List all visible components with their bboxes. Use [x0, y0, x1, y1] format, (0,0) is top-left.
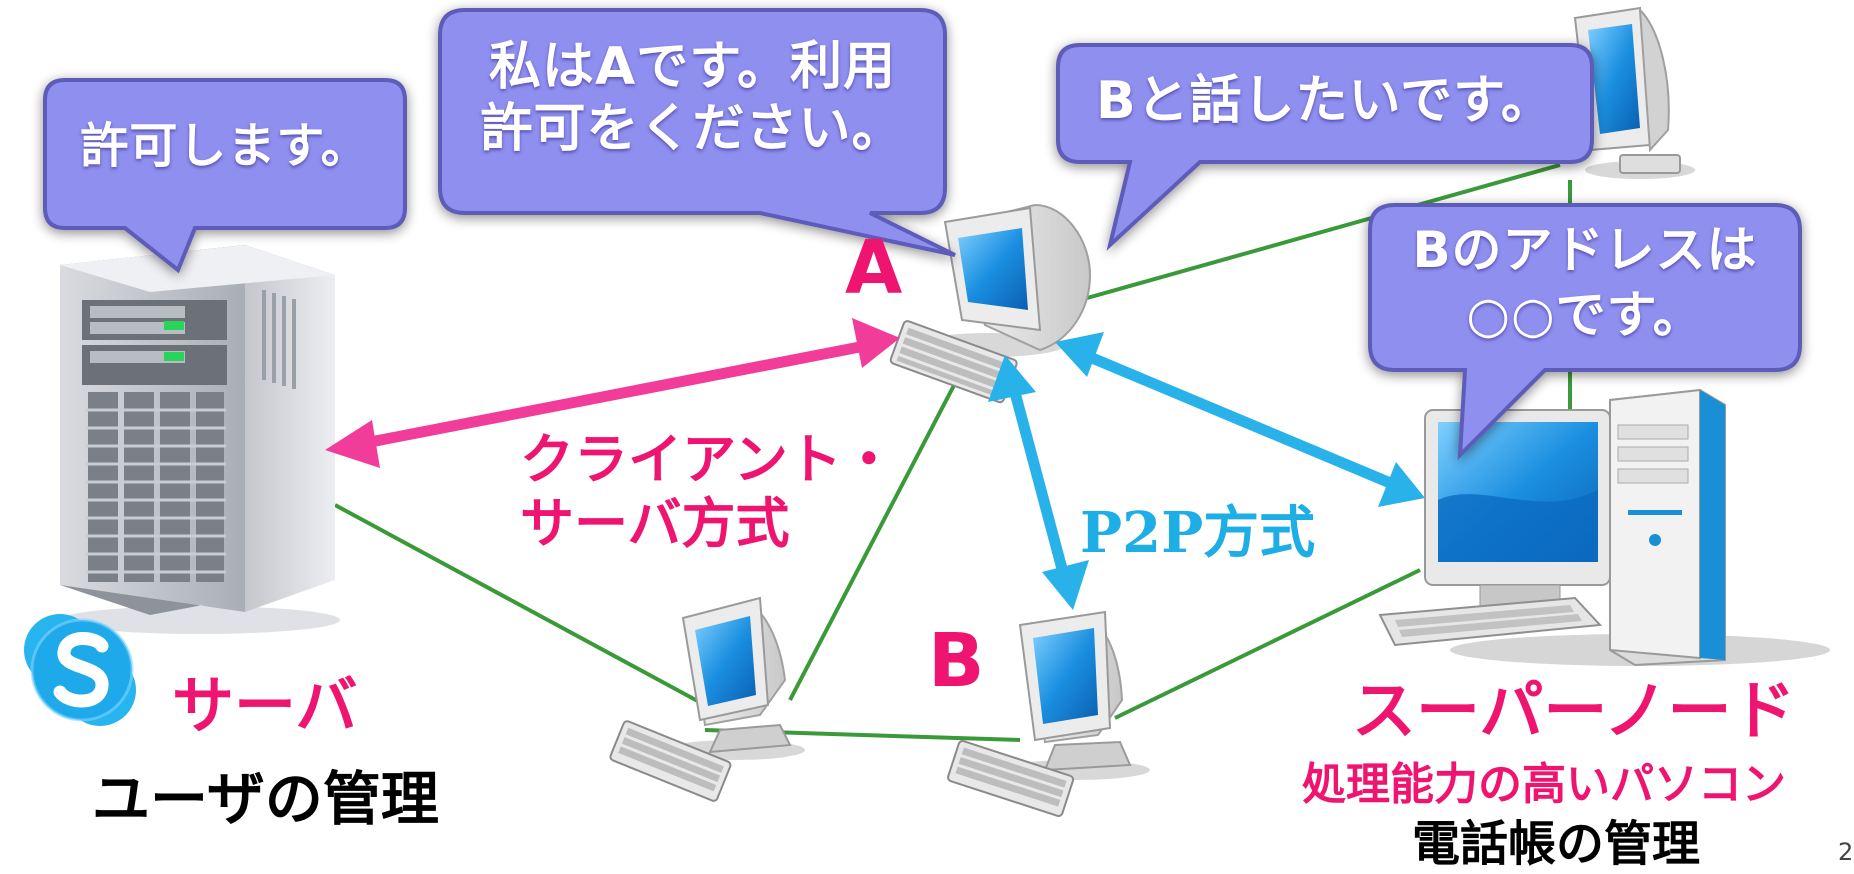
supernode-desc-label: 処理能力の高いパソコン [1302, 759, 1786, 810]
client-server-label: クライアント・ サーバ方式 [520, 427, 896, 555]
tower-server-icon [60, 245, 340, 634]
link-b-supernode [1114, 568, 1421, 720]
link-server-pc [334, 503, 706, 707]
page-number: 2 [1838, 838, 1854, 866]
speech-bubble-a-request [438, 8, 956, 257]
crt-computer-icon-a [889, 203, 1092, 404]
server-label: サーバ [172, 669, 358, 742]
crt-computer-icon-left [609, 596, 805, 802]
bubble-text-a-talk: Bと話したいです。 [1096, 71, 1554, 131]
bubble-text-a-request-line1: 私はAです。利用 [488, 37, 897, 97]
bubble-text-supernode-line1: Bのアドレスは [1412, 221, 1758, 279]
crt-computer-icon-b [947, 610, 1150, 817]
skype-logo [24, 614, 136, 726]
p2p-label: P2P方式 [1080, 500, 1316, 566]
p2p-arrow-a-supernode [1055, 332, 1425, 507]
node-label-a: A [845, 225, 903, 311]
bubble-text-a-request-line2: 許可をください。 [480, 99, 905, 160]
bubble-text-server: 許可します。 [80, 118, 370, 174]
client-server-label-line1: クライアント・ [520, 427, 896, 491]
crt-computer-icon-topright [1573, 6, 1695, 179]
bubble-text-supernode: Bのアドレスは ○○です。 [1370, 218, 1800, 348]
server-role-label: ユーザの管理 [92, 765, 439, 833]
node-label-b: B [928, 618, 985, 704]
p2p-arrow-a-b [988, 355, 1089, 610]
link-pc-a [788, 344, 977, 701]
bubble-text-supernode-line2: ○○です。 [1466, 286, 1704, 344]
speech-bubble-server [43, 78, 407, 274]
client-server-arrow [325, 318, 900, 468]
bubble-text-a-request: 私はAです。利用 許可をください。 [440, 36, 945, 161]
client-server-label-line2: サーバ方式 [520, 490, 790, 555]
speech-bubble-supernode [1368, 203, 1802, 461]
supernode-label: スーパーノード [1352, 674, 1796, 749]
desktop-tower-computer-icon [1378, 388, 1830, 667]
link-a-topright [1079, 163, 1561, 302]
supernode-role-label: 電話帳の管理 [1412, 816, 1701, 872]
speech-bubble-a-talk [1056, 43, 1594, 251]
